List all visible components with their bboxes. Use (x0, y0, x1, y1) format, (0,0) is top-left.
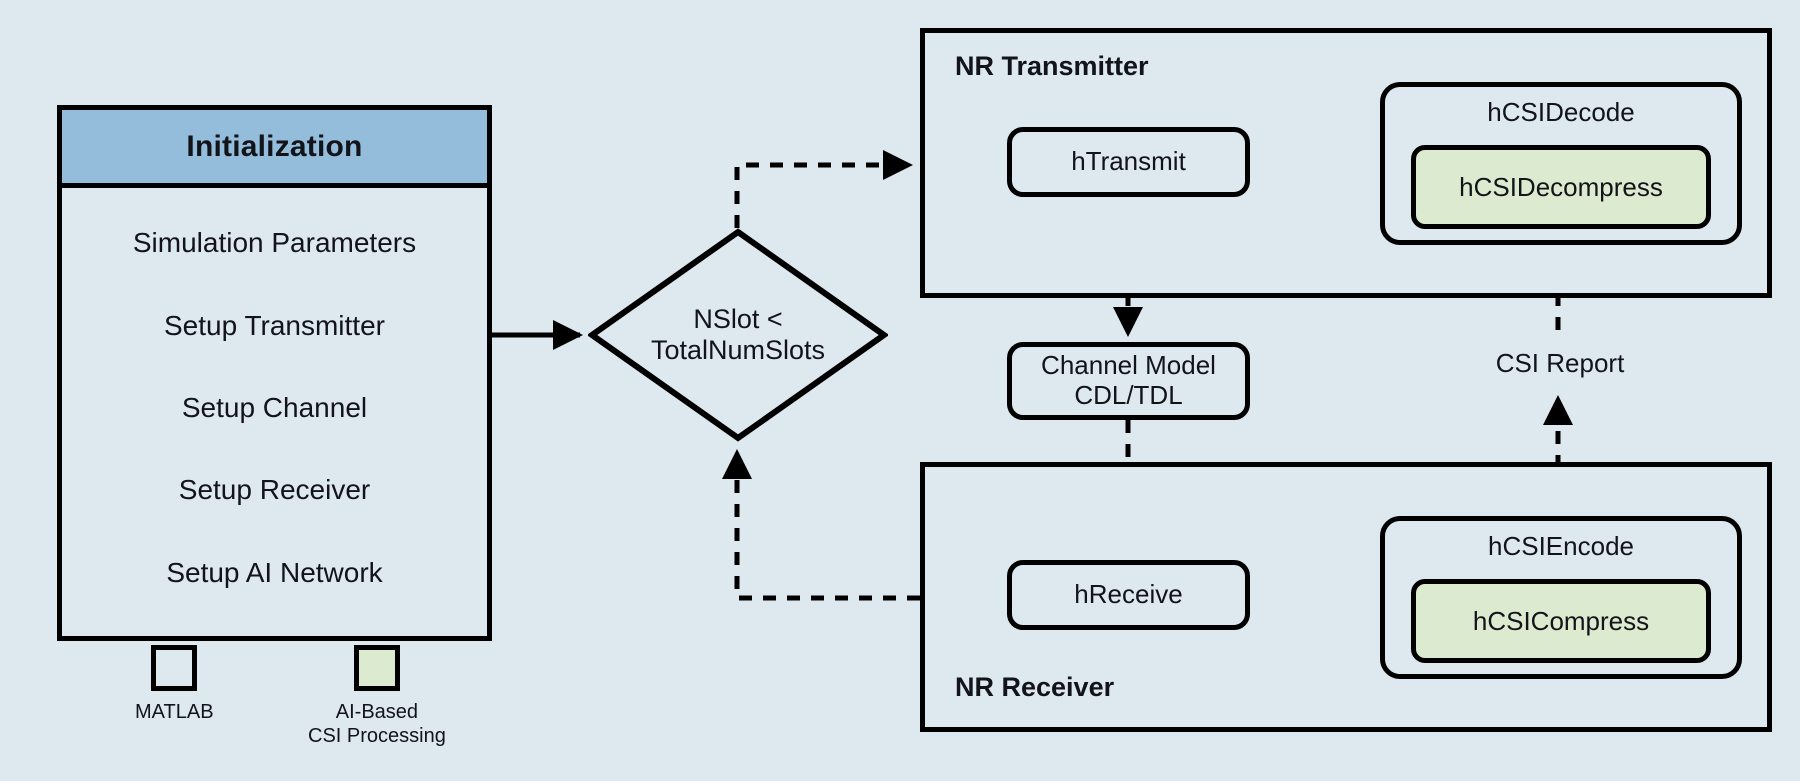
init-step-simulation-parameters[interactable]: Simulation Parameters (132, 227, 417, 259)
nr-transmitter-title: NR Transmitter (955, 51, 1149, 81)
legend: MATLAB AI-Based CSI Processing (130, 645, 490, 775)
initialization-step-list: Simulation Parameters Setup Transmitter … (62, 188, 487, 636)
initialization-title: Initialization (186, 129, 363, 163)
edge-decision-to-transmitter (734, 150, 913, 228)
legend-label-ai: AI-Based CSI Processing (308, 701, 446, 747)
matlab-swatch-icon (151, 645, 198, 691)
htransmit-node[interactable]: hTransmit (1007, 127, 1250, 197)
channel-model-node[interactable]: Channel Model CDL/TDL (1007, 342, 1250, 420)
hcsiencode-group[interactable]: hCSIEncode hCSICompress (1380, 516, 1742, 679)
ai-swatch-icon (353, 645, 400, 691)
initialization-header: Initialization (62, 110, 487, 188)
init-step-setup-channel[interactable]: Setup Channel (181, 391, 368, 423)
csi-report-label: CSI Report (1495, 348, 1625, 378)
decision-label: NSlot < TotalNumSlots (650, 303, 826, 365)
legend-item-ai: AI-Based CSI Processing (308, 645, 446, 748)
hcsidecode-title: hCSIDecode (1487, 97, 1635, 127)
hcsicompress-node[interactable]: hCSICompress (1411, 579, 1711, 663)
edge-receiver-to-decision (722, 449, 920, 601)
hcsidecompress-node[interactable]: hCSIDecompress (1411, 145, 1711, 229)
hcsidecode-group[interactable]: hCSIDecode hCSIDecompress (1380, 82, 1742, 245)
nr-receiver-title: NR Receiver (955, 672, 1115, 702)
diamond-shape-icon (588, 228, 888, 442)
initialization-panel: Initialization Simulation Parameters Set… (57, 105, 492, 641)
init-step-setup-transmitter[interactable]: Setup Transmitter (164, 309, 385, 341)
hcsiencode-title: hCSIEncode (1488, 531, 1634, 561)
legend-label-matlab: MATLAB (135, 701, 214, 723)
init-step-setup-receiver[interactable]: Setup Receiver (178, 474, 371, 506)
legend-item-matlab: MATLAB (135, 645, 214, 724)
init-step-setup-ai-network[interactable]: Setup AI Network (166, 556, 383, 588)
hreceive-node[interactable]: hReceive (1007, 560, 1250, 630)
decision-node[interactable]: NSlot < TotalNumSlots (588, 228, 888, 442)
